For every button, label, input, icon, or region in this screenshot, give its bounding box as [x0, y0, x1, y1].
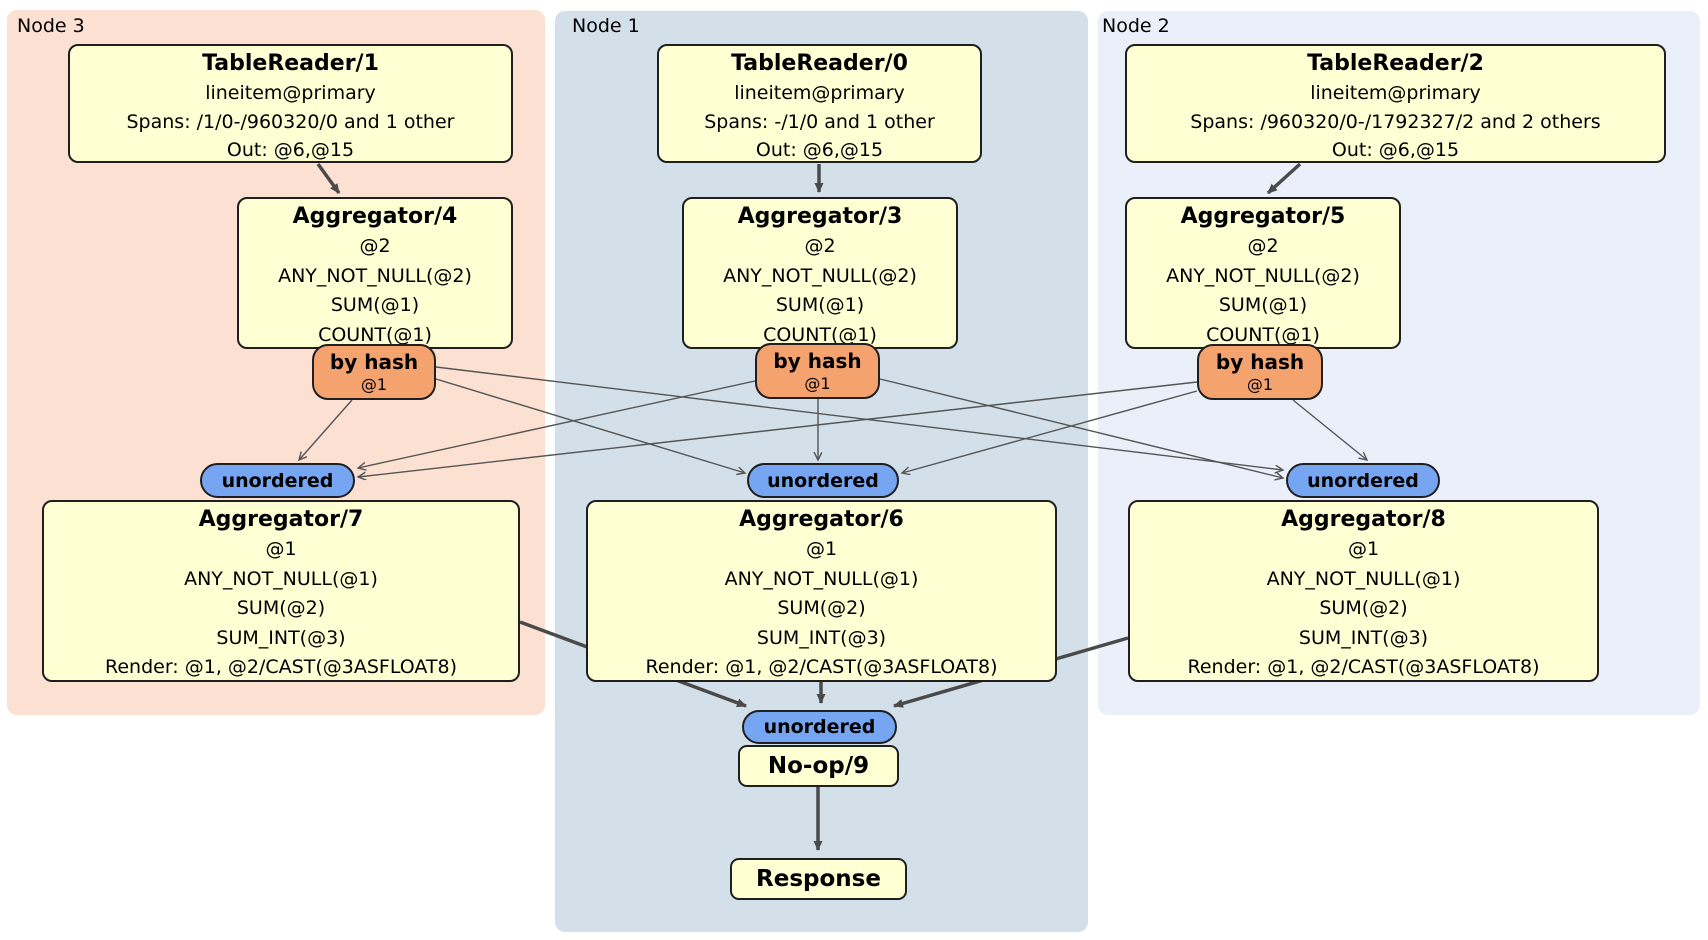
unordered-sync-node2: unordered: [1286, 463, 1440, 498]
aggregator-6-fn2: SUM(@2): [777, 597, 866, 619]
node-2-label: Node 2: [1102, 15, 1170, 37]
node-3-label: Node 3: [17, 15, 85, 37]
hash-router-node2-label: by hash: [1215, 350, 1305, 374]
aggregator-7-render: Render: @1, @2/CAST(@3ASFLOAT8): [105, 656, 457, 678]
aggregator-5-fn2: SUM(@1): [1218, 294, 1308, 316]
aggregator-5-box: Aggregator/5 @2 ANY_NOT_NULL(@2) SUM(@1)…: [1125, 197, 1401, 349]
hash-router-node1-label: by hash: [773, 349, 862, 373]
hash-router-node1-key: @1: [804, 374, 831, 393]
tablereader-0-out: Out: @6,@15: [755, 139, 884, 161]
aggregator-5-group: @2: [1247, 235, 1279, 257]
aggregator-4-fn2: SUM(@1): [330, 294, 420, 316]
aggregator-8-box: Aggregator/8 @1 ANY_NOT_NULL(@1) SUM(@2)…: [1128, 500, 1599, 682]
tablereader-2-title: TableReader/2: [1307, 51, 1484, 76]
tablereader-0-box: TableReader/0 lineitem@primary Spans: -/…: [657, 44, 982, 163]
aggregator-4-group: @2: [359, 235, 391, 257]
hash-router-node3-label: by hash: [329, 350, 419, 374]
aggregator-4-fn1: ANY_NOT_NULL(@2): [278, 264, 472, 287]
node-1-label: Node 1: [572, 15, 640, 37]
aggregator-7-fn2: SUM(@2): [236, 597, 326, 619]
aggregator-3-box: Aggregator/3 @2 ANY_NOT_NULL(@2) SUM(@1)…: [682, 197, 958, 349]
hash-router-node3: by hash @1: [312, 344, 436, 400]
aggregator-7-group: @1: [265, 538, 297, 560]
aggregator-7-title: Aggregator/7: [198, 507, 364, 532]
hash-router-node3-key: @1: [360, 375, 388, 394]
tablereader-1-title: TableReader/1: [202, 51, 379, 76]
unordered-sync-node3: unordered: [200, 463, 355, 498]
aggregator-3-title: Aggregator/3: [737, 204, 903, 229]
tablereader-0-spans: Spans: -/1/0 and 1 other: [704, 110, 935, 133]
aggregator-3-fn2: SUM(@1): [775, 294, 865, 316]
aggregator-8-group: @1: [1347, 538, 1380, 560]
aggregator-4-fn3: COUNT(@1): [318, 323, 432, 346]
aggregator-8-fn3: SUM_INT(@3): [1298, 626, 1429, 649]
tablereader-1-box: TableReader/1 lineitem@primary Spans: /1…: [68, 44, 513, 163]
aggregator-4-title: Aggregator/4: [292, 204, 458, 229]
aggregator-5-fn3: COUNT(@1): [1206, 323, 1320, 346]
tablereader-0-index: lineitem@primary: [734, 82, 905, 104]
aggregator-6-group: @1: [805, 538, 838, 560]
tablereader-1-out: Out: @6,@15: [226, 139, 355, 161]
tablereader-0-title: TableReader/0: [731, 51, 908, 76]
aggregator-4-box: Aggregator/4 @2 ANY_NOT_NULL(@2) SUM(@1)…: [237, 197, 513, 349]
aggregator-6-fn1: ANY_NOT_NULL(@1): [724, 567, 919, 590]
aggregator-8-fn2: SUM(@2): [1319, 597, 1408, 619]
tablereader-2-index: lineitem@primary: [1310, 82, 1481, 104]
aggregator-5-fn1: ANY_NOT_NULL(@2): [1166, 264, 1360, 287]
aggregator-7-box: Aggregator/7 @1 ANY_NOT_NULL(@1) SUM(@2)…: [42, 500, 520, 682]
aggregator-3-fn1: ANY_NOT_NULL(@2): [723, 264, 917, 287]
response-box: Response: [730, 858, 907, 900]
tablereader-2-spans: Spans: /960320/0-/1792327/2 and 2 others: [1190, 110, 1601, 133]
aggregator-6-title: Aggregator/6: [739, 507, 904, 532]
tablereader-1-spans: Spans: /1/0-/960320/0 and 1 other: [126, 110, 455, 133]
aggregator-6-render: Render: @1, @2/CAST(@3ASFLOAT8): [645, 656, 998, 678]
aggregator-7-fn1: ANY_NOT_NULL(@1): [184, 567, 378, 590]
aggregator-6-box: Aggregator/6 @1 ANY_NOT_NULL(@1) SUM(@2)…: [586, 500, 1057, 682]
hash-router-node2: by hash @1: [1197, 344, 1323, 400]
hash-router-node2-key: @1: [1246, 375, 1274, 394]
tablereader-2-box: TableReader/2 lineitem@primary Spans: /9…: [1125, 44, 1666, 163]
aggregator-3-fn3: COUNT(@1): [763, 323, 877, 346]
tablereader-1-index: lineitem@primary: [205, 82, 376, 104]
aggregator-8-title: Aggregator/8: [1281, 507, 1446, 532]
noop-9-box: No-op/9: [738, 745, 899, 787]
aggregator-3-group: @2: [804, 235, 836, 257]
aggregator-8-fn1: ANY_NOT_NULL(@1): [1266, 567, 1461, 590]
aggregator-8-render: Render: @1, @2/CAST(@3ASFLOAT8): [1187, 656, 1540, 678]
tablereader-2-out: Out: @6,@15: [1331, 139, 1460, 161]
unordered-sync-final: unordered: [742, 710, 897, 744]
unordered-sync-node1: unordered: [747, 463, 899, 498]
aggregator-7-fn3: SUM_INT(@3): [216, 626, 346, 649]
aggregator-6-fn3: SUM_INT(@3): [756, 626, 887, 649]
aggregator-5-title: Aggregator/5: [1180, 204, 1346, 229]
hash-router-node1: by hash @1: [755, 343, 880, 399]
